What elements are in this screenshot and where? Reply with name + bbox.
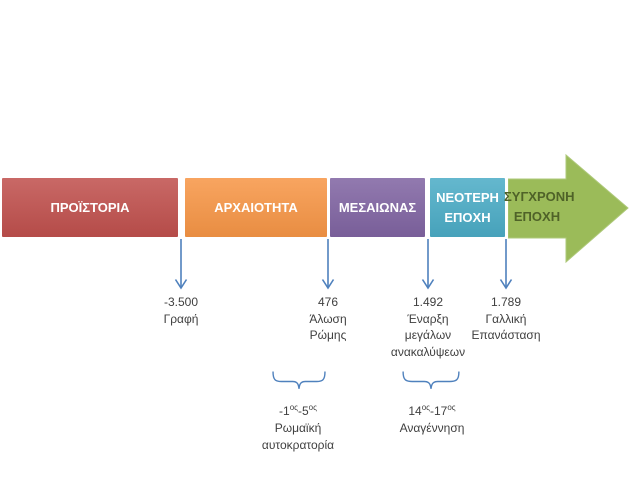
event-label-great-discoveries: 1.492 Έναρξη μεγάλων ανακαλύψεων [390, 295, 466, 359]
segment-label-modern-era: ΝΕΟΤΕΡΗ ΕΠΟΧΗ [436, 189, 499, 225]
period-range-roman-empire: -1ος-5ος [279, 403, 317, 419]
right-arrow-icon[interactable] [508, 152, 630, 264]
timeline-segment-middle-ages[interactable]: ΜΕΣΑΙΩΝΑΣ [330, 178, 425, 237]
segment-label-antiquity: ΑΡΧΑΙΟΤΗΤΑ [214, 199, 298, 215]
down-arrow-icon[interactable] [320, 238, 336, 296]
segment-label-prehistory: ΠΡΟΪΣΤΟΡΙΑ [50, 199, 130, 215]
down-arrow-icon[interactable] [173, 238, 189, 296]
period-label-renaissance: 14ος-17ος Αναγέννηση [400, 403, 465, 437]
period-label-roman-empire: -1ος-5ος Ρωμαϊκή αυτοκρατορία [262, 403, 334, 454]
timeline-segment-prehistory[interactable]: ΠΡΟΪΣΤΟΡΙΑ [2, 178, 178, 237]
timeline-segment-antiquity[interactable]: ΑΡΧΑΙΟΤΗΤΑ [185, 178, 327, 237]
brace-icon[interactable] [272, 371, 326, 392]
segment-label-contemporary-era: ΣΥΓΧΡΟΝΗ ΕΠΟΧΗ [504, 189, 575, 224]
period-range-renaissance: 14ος-17ος [408, 403, 456, 419]
brace-icon[interactable] [402, 371, 460, 392]
down-arrow-icon[interactable] [420, 238, 436, 296]
event-label-writing: -3.500 Γραφή [163, 295, 199, 326]
period-name-roman-empire: Ρωμαϊκή αυτοκρατορία [261, 421, 335, 452]
down-arrow-icon[interactable] [498, 238, 514, 296]
event-label-fall-of-rome: 476 Άλωση Ρώμης [309, 295, 347, 342]
event-label-french-revolution: 1.789 Γαλλική Επανάσταση [471, 295, 541, 342]
segment-label-middle-ages: ΜΕΣΑΙΩΝΑΣ [338, 199, 417, 215]
timeline-segment-modern-era[interactable]: ΝΕΟΤΕΡΗ ΕΠΟΧΗ [430, 178, 505, 237]
period-name-renaissance: Αναγέννηση [399, 421, 465, 435]
